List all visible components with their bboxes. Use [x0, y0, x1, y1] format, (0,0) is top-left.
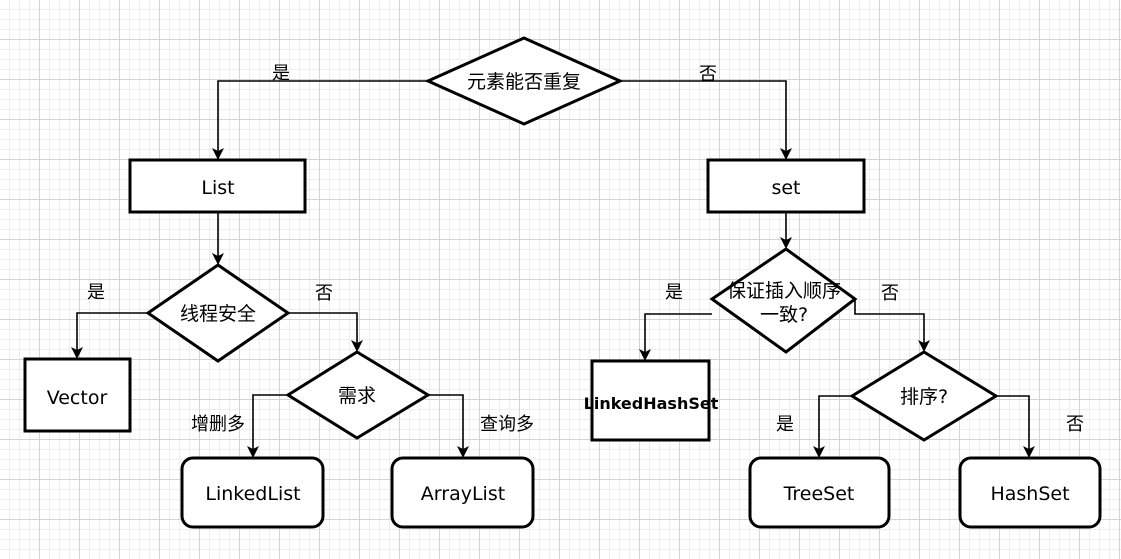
sort-yes-label: 是 — [776, 414, 794, 435]
edge-sort-to-hashset — [996, 395, 1035, 458]
demand-left-label: 增删多 — [191, 414, 245, 435]
edges — [71, 80, 1035, 458]
root-no-label: 否 — [699, 64, 717, 85]
list-node — [128, 158, 307, 214]
thread-no-label: 否 — [315, 283, 333, 304]
vector-node — [23, 357, 132, 433]
sort-label: 排序? — [900, 386, 948, 408]
linkedlist-node-label: LinkedList — [205, 483, 300, 505]
hashset-node-label: HashSet — [990, 483, 1069, 505]
edge-demand-to-linkedlist — [247, 394, 288, 458]
edge-ordered-to-sort — [854, 299, 930, 352]
treeset-node — [748, 456, 891, 529]
ordered-label-line1: 保证插入顺序 — [727, 280, 841, 302]
list-node-label: List — [201, 177, 234, 199]
set-node-label: set — [771, 177, 800, 199]
edge-ordered-to-linkedhashset — [639, 313, 712, 361]
ordered-diamond — [709, 247, 858, 354]
nodes: 元素能否重复 List set 线程安全 Vector 需求 LinkedLis… — [23, 36, 1102, 529]
root-decision-label: 元素能否重复 — [467, 71, 581, 93]
thread-yes-label: 是 — [87, 282, 105, 303]
treeset-node-label: TreeSet — [783, 483, 855, 505]
edge-thread-safe-to-vector — [71, 312, 148, 359]
root-decision-diamond — [424, 36, 624, 126]
ordered-no-label: 否 — [881, 283, 899, 304]
edge-labels: 是 否 是 否 增删多 查询多 是 否 是 否 — [87, 63, 1084, 435]
thread-safe-label: 线程安全 — [180, 303, 256, 325]
ordered-yes-label: 是 — [665, 282, 683, 303]
arraylist-node-label: ArrayList — [421, 483, 505, 505]
root-yes-label: 是 — [272, 63, 290, 84]
edge-sort-to-treeset — [813, 395, 852, 458]
edge-thread-safe-to-demand — [288, 312, 363, 352]
edge-root-to-set — [620, 80, 792, 160]
demand-right-label: 查询多 — [480, 414, 534, 435]
demand-label: 需求 — [338, 385, 376, 407]
sort-no-label: 否 — [1066, 414, 1084, 435]
arraylist-node — [390, 456, 535, 529]
sort-diamond — [849, 350, 999, 442]
ordered-label-line2: 一致? — [760, 304, 808, 326]
linkedhashset-node-label: LinkedHashSet — [584, 394, 719, 413]
set-node — [706, 158, 866, 214]
edge-demand-to-arraylist — [428, 394, 469, 458]
linkedhashset-node — [590, 359, 711, 442]
edge-root-to-list — [212, 80, 428, 160]
vector-node-label: Vector — [47, 387, 108, 409]
linkedlist-node — [180, 456, 325, 529]
thread-safe-diamond — [145, 263, 291, 363]
hashset-node — [958, 456, 1102, 529]
demand-diamond — [285, 350, 431, 440]
